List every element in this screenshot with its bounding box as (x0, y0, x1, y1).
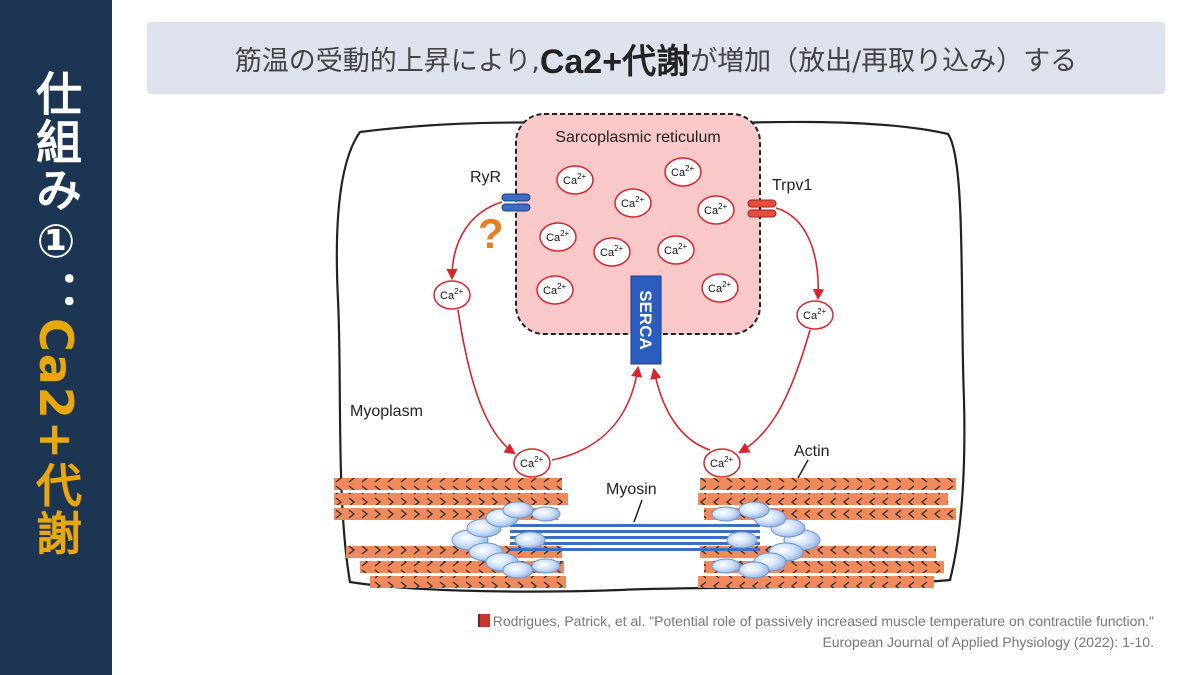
myosin-label: Myosin (606, 481, 657, 498)
ion-label: Ca (671, 167, 686, 179)
actin-label: Actin (794, 443, 830, 460)
arrow-trpv1-release (775, 207, 825, 301)
header-box: 筋温の受動的上昇により,Ca2+代謝が増加（放出/再取り込み）する (147, 22, 1165, 94)
ca-ion-sr: Ca2+ (697, 195, 735, 225)
ion-label: Ca (621, 198, 636, 210)
ca-ion-sr: Ca2+ (657, 235, 695, 265)
book-icon (477, 614, 490, 627)
ion-charge: 2+ (614, 244, 623, 253)
ca-ion-sr: Ca2+ (556, 165, 594, 195)
ion-charge: 2+ (724, 455, 733, 464)
ion-label: Ca (600, 247, 615, 259)
header-text-after: が増加（放出/再取り込み）する (690, 45, 1078, 77)
ca-ion-sr: Ca2+ (593, 237, 631, 267)
ca-ion-myoplasm: Ca2+ (433, 280, 471, 310)
arrow-serca-uptake-left (551, 365, 643, 461)
citation: Rodrigues, Patrick, et al. "Potential ro… (477, 611, 1154, 653)
header-text-before: 筋温の受動的上昇により, (234, 45, 540, 77)
myosin-pointer (633, 499, 643, 523)
trpv1-channel (747, 199, 777, 218)
citation-line1-text: Rodrigues, Patrick, et al. "Potential ro… (492, 613, 1154, 629)
citation-line2: European Journal of Applied Physiology (… (822, 634, 1154, 650)
svg-text:Ca2+: Ca2+ (520, 455, 544, 470)
arrow-to-myofilament-right (738, 329, 811, 454)
ion-charge: 2+ (560, 229, 569, 238)
citation-line1: Rodrigues, Patrick, et al. "Potential ro… (477, 611, 1154, 632)
trpv1-label: Trpv1 (772, 177, 812, 194)
ca-ion-sr: Ca2+ (664, 157, 702, 187)
ion-label: Ca (546, 232, 561, 244)
ryr-label: RyR (470, 169, 501, 186)
arrow-to-myofilament-left (457, 309, 516, 455)
ion-label: Ca (710, 458, 725, 470)
myosin-filament (510, 524, 760, 551)
sidebar-title-part1: 仕組み①： (29, 70, 83, 318)
sidebar: 仕組み①：Ca2+代謝Up (0, 0, 112, 675)
serca-label: SERCA (636, 290, 655, 350)
actin-pointer (797, 459, 809, 479)
ca-ion-myoplasm: Ca2+ (513, 448, 551, 478)
ion-label: Ca (704, 205, 719, 217)
ion-label: Ca (520, 458, 535, 470)
svg-text:Ca2+: Ca2+ (710, 455, 734, 470)
ca-ion-sr: Ca2+ (701, 273, 739, 303)
ion-charge: 2+ (718, 202, 727, 211)
ryr-channel (501, 193, 531, 212)
svg-text:Ca2+: Ca2+ (803, 307, 827, 322)
ca-ion-sr: Ca2+ (536, 275, 574, 305)
svg-text:Ca2+: Ca2+ (546, 229, 570, 244)
ca-ion-myoplasm: Ca2+ (796, 300, 834, 330)
ion-label: Ca (440, 290, 455, 302)
svg-text:Ca2+: Ca2+ (704, 202, 728, 217)
arrow-ryr-release (446, 201, 503, 281)
svg-text:Ca2+: Ca2+ (543, 282, 567, 297)
ion-label: Ca (708, 283, 723, 295)
muscle-diagram: Sarcoplasmic reticulum Ca2+ Ca2+ Ca2+ Ca… (320, 100, 970, 600)
ion-charge: 2+ (557, 282, 566, 291)
serca-pump (630, 275, 662, 365)
sidebar-title-part2: Ca2+代謝Up (29, 318, 83, 558)
svg-text:Ca2+: Ca2+ (621, 195, 645, 210)
muscle-diagram-svg: Sarcoplasmic reticulum Ca2+ Ca2+ Ca2+ Ca… (334, 113, 966, 593)
release-reuptake-arrows (446, 201, 825, 461)
myosin-heads (451, 501, 821, 579)
ca-ion-sr: Ca2+ (614, 188, 652, 218)
ion-charge: 2+ (722, 280, 731, 289)
ion-charge: 2+ (635, 195, 644, 204)
svg-text:Ca2+: Ca2+ (671, 164, 695, 179)
myoplasm-label: Myoplasm (350, 403, 423, 420)
ca-ion-sr: Ca2+ (539, 222, 577, 252)
ion-label: Ca (543, 285, 558, 297)
svg-text:Ca2+: Ca2+ (440, 287, 464, 302)
svg-text:Ca2+: Ca2+ (664, 242, 688, 257)
ion-charge: 2+ (685, 164, 694, 173)
ca-ion-myoplasm: Ca2+ (703, 448, 741, 478)
ion-charge: 2+ (577, 172, 586, 181)
ion-charge: 2+ (534, 455, 543, 464)
arrow-serca-uptake-right (650, 367, 711, 451)
ion-label: Ca (664, 245, 679, 257)
ion-charge: 2+ (817, 307, 826, 316)
sr-label: Sarcoplasmic reticulum (555, 129, 720, 146)
ion-charge: 2+ (678, 242, 687, 251)
sidebar-title: 仕組み①：Ca2+代謝Up (0, 70, 112, 630)
ion-label: Ca (803, 310, 818, 322)
svg-text:Ca2+: Ca2+ (708, 280, 732, 295)
header-text-strong: Ca2+代謝 (539, 42, 691, 81)
svg-text:Ca2+: Ca2+ (600, 244, 624, 259)
ion-label: Ca (563, 175, 578, 187)
ion-charge: 2+ (454, 287, 463, 296)
svg-text:Ca2+: Ca2+ (563, 172, 587, 187)
question-mark-icon: ? (478, 210, 504, 257)
